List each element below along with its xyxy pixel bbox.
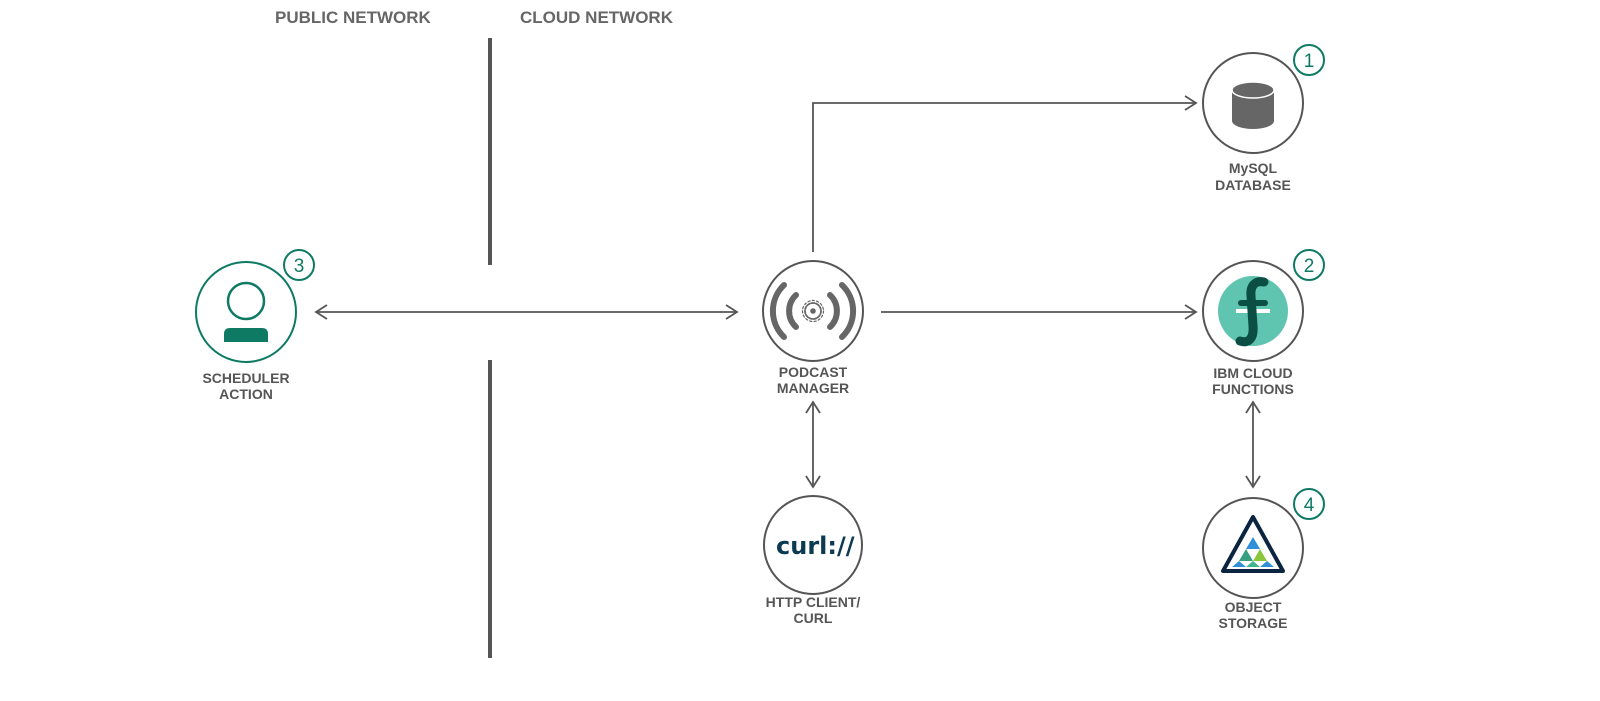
badge-1: 1 [1293,44,1325,76]
node-label-line1: MySQL [1229,160,1278,176]
scheduler-action-node: 3 SCHEDULER ACTION [195,249,315,402]
mysql-database-node: 1 MySQL DATABASE [1202,44,1325,193]
broadcast-gear-icon [769,282,857,340]
node-label-line2: DATABASE [1215,177,1291,193]
podcast-manager-node: PODCAST MANAGER [762,260,864,396]
node-label-line1: PODCAST [779,364,848,380]
badge-number: 1 [1304,51,1315,72]
node-label-line1: SCHEDULER [202,370,289,386]
node-label-line2: FUNCTIONS [1212,381,1294,397]
node-label-line2: CURL [794,610,833,626]
node-label-line2: ACTION [219,386,273,402]
connector-podcast-curl [805,400,821,489]
badge-4: 4 [1293,488,1325,520]
node-label-line2: MANAGER [777,380,849,396]
user-icon [224,281,268,342]
badge-number: 2 [1304,256,1315,277]
public-network-label: PUBLIC NETWORK [275,8,432,27]
object-storage-icon [1221,515,1285,573]
connector-scheduler-podcast [314,304,739,320]
database-icon [1231,81,1275,129]
node-label-line1: HTTP CLIENT/ [766,594,861,610]
functions-icon [1218,276,1288,347]
connector-podcast-functions [881,304,1198,320]
node-label-line1: OBJECT [1225,599,1282,615]
object-storage-node: 4 OBJECT STORAGE [1202,488,1325,631]
http-client-node: curl:// HTTP CLIENT/ CURL [763,495,863,626]
badge-3: 3 [283,249,315,281]
connector-podcast-mysql [812,95,1198,252]
curl-logo-icon: curl:// [776,532,855,560]
connector-functions-storage [1245,400,1261,489]
cloud-network-label: CLOUD NETWORK [520,8,674,27]
node-label-line1: IBM CLOUD [1213,365,1292,381]
ibm-cloud-functions-node: 2 IBM CLOUD FUNCTIONS [1202,249,1325,397]
badge-number: 4 [1304,495,1315,516]
badge-number: 3 [294,256,305,277]
connections [314,95,1261,489]
badge-2: 2 [1293,249,1325,281]
node-label-line2: STORAGE [1219,615,1288,631]
